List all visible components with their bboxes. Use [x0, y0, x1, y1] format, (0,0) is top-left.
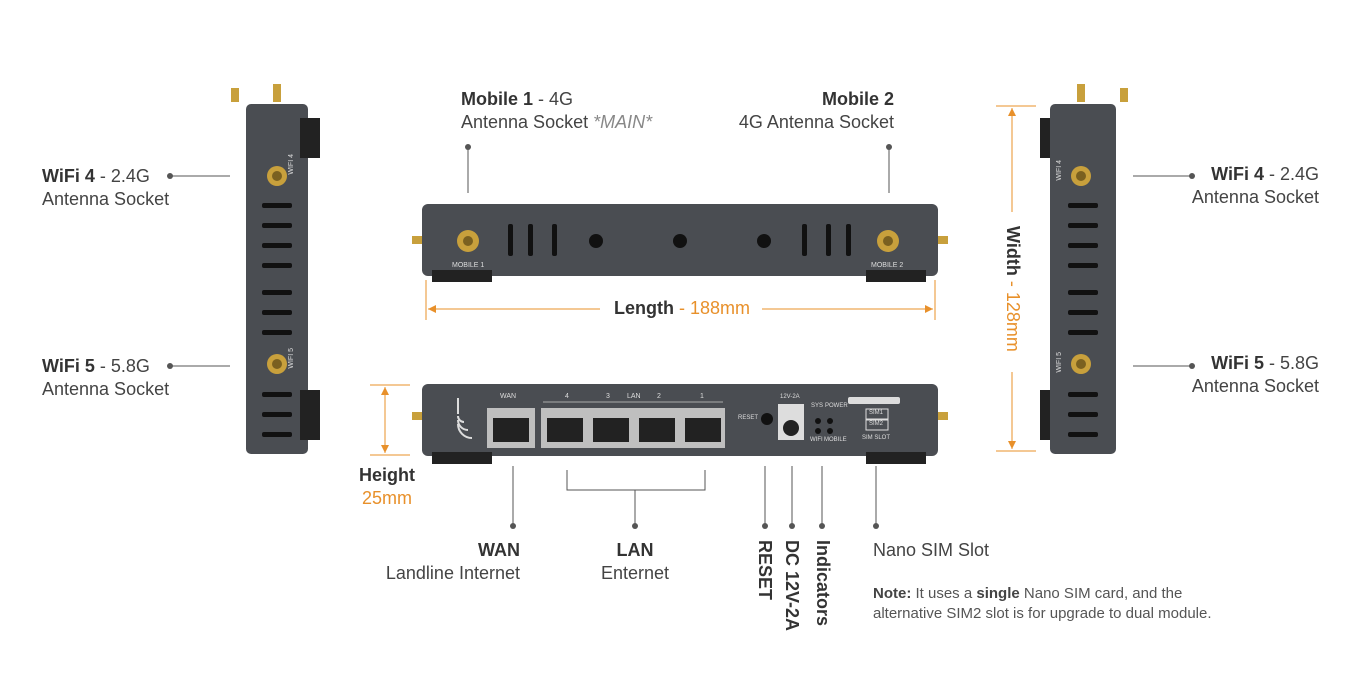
note-text: Note: It uses a single Nano SIM card, an… [873, 585, 1212, 622]
front-view [412, 144, 948, 320]
device-label-sim2: SIM2 [869, 421, 884, 427]
right-side-view [1040, 84, 1195, 454]
device-label-port3: 3 [606, 393, 610, 400]
device-label-mobile1: MOBILE 1 [452, 262, 485, 269]
brand-logo [457, 398, 473, 439]
device-label-mobile2: MOBILE 2 [871, 262, 904, 269]
device-label-reset: RESET [738, 415, 759, 421]
label-wifi4-left: WiFi 4 - 2.4G Antenna Socket [42, 166, 170, 209]
device-label-wan: WAN [500, 393, 517, 400]
left-foot-bottom [300, 390, 320, 440]
device-label-sys: SYS [811, 403, 824, 409]
reset-button [761, 413, 773, 425]
label-wifi5-right: WiFi 5 - 5.8G Antenna Socket [1191, 353, 1319, 396]
left-foot-top [300, 118, 320, 158]
label-wifi4-right: WiFi 4 - 2.4G Antenna Socket [1191, 164, 1319, 207]
label-reset: RESET [755, 540, 775, 601]
device-label-wifi4-left: WIFI 4 [288, 154, 295, 175]
label-length: Length - 188mm [614, 298, 751, 318]
device-label-wifi5-left: WIFI 5 [288, 348, 295, 369]
left-antenna-pin [273, 84, 281, 102]
label-width: Width - 128mm [1003, 226, 1023, 352]
sim-slot [848, 397, 900, 404]
indicator-leds [815, 418, 833, 434]
label-sim: Nano SIM Slot [873, 540, 990, 560]
label-indicators: Indicators [813, 540, 833, 627]
device-label-wifi5-right: WIFI 5 [1056, 352, 1063, 373]
device-label-port4: 4 [565, 393, 569, 400]
label-mobile1: Mobile 1 - 4G Antenna Socket *MAIN* [461, 89, 653, 132]
left-device-body [246, 104, 308, 454]
device-label-pwr: POWER [825, 403, 848, 409]
device-label-port1: 1 [700, 393, 704, 400]
width-dimension [996, 105, 1036, 452]
device-label-mobile: MOBILE [824, 437, 847, 443]
label-mobile2: Mobile 2 4G Antenna Socket [738, 89, 894, 132]
device-label-power: 12V-2A [780, 394, 800, 400]
device-label-port2: 2 [657, 393, 661, 400]
lan-ports [541, 408, 725, 448]
rear-view [370, 384, 948, 529]
right-device-body [1050, 104, 1116, 454]
label-wifi5-left: WiFi 5 - 5.8G Antenna Socket [42, 356, 170, 399]
label-dc: DC 12V-2A [782, 540, 802, 632]
left-top-antenna-pin [231, 88, 239, 102]
device-label-simslot: SIM SLOT [862, 435, 891, 441]
device-label-lan: LAN [627, 393, 641, 400]
device-label-wifi: WIFI [810, 437, 823, 443]
device-label-sim1: SIM1 [869, 410, 884, 416]
left-side-view [167, 84, 320, 454]
device-label-wifi4-right: WIFI 4 [1056, 160, 1063, 181]
